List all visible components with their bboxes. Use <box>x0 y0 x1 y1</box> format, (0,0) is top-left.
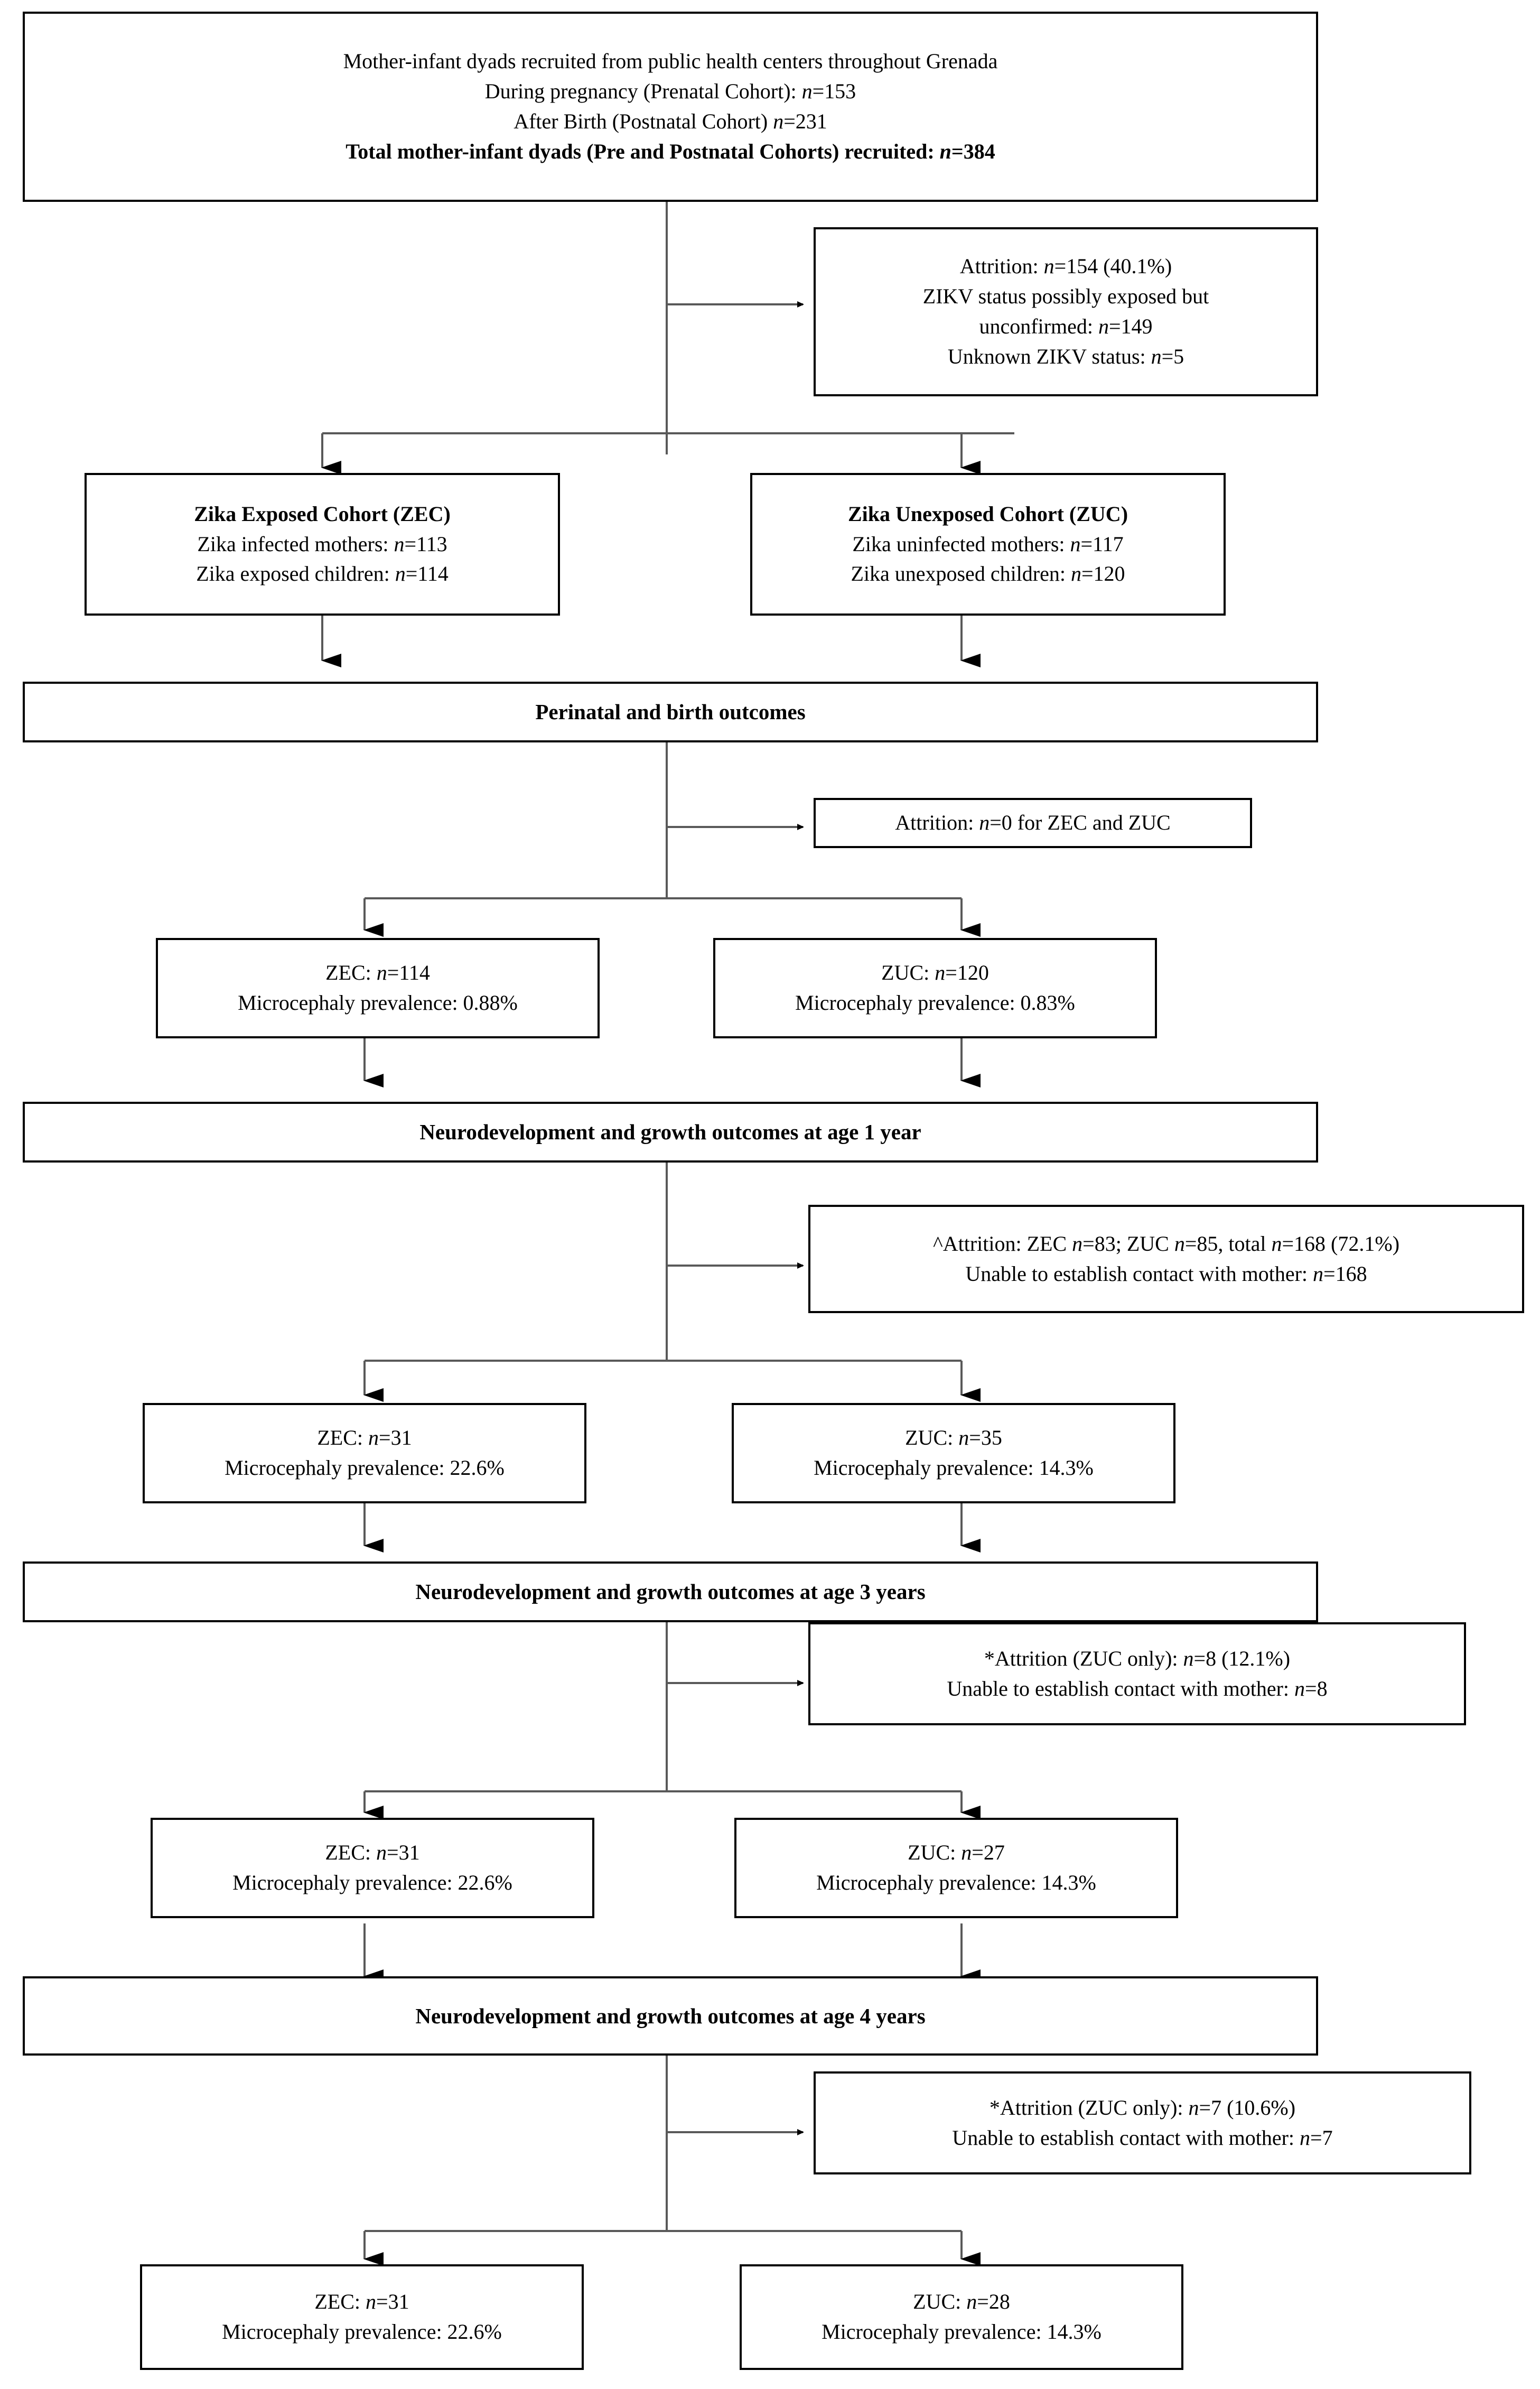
node-zec-year3-outcome: ZEC: n=31 Microcephaly prevalence: 22.6% <box>151 1818 594 1918</box>
recruitment-line-2: During pregnancy (Prenatal Cohort): n=15… <box>484 79 856 104</box>
zec-birth-n: ZEC: n=114 <box>325 961 430 985</box>
zec-year3-n: ZEC: n=31 <box>325 1840 420 1865</box>
node-attrition-recruitment: Attrition: n=154 (40.1%) ZIKV status pos… <box>814 227 1318 396</box>
stage-year3-label: Neurodevelopment and growth outcomes at … <box>415 1579 926 1604</box>
node-zec-birth-outcome: ZEC: n=114 Microcephaly prevalence: 0.88… <box>156 938 600 1038</box>
zec-year1-prevalence: Microcephaly prevalence: 22.6% <box>225 1456 505 1480</box>
zec-birth-prevalence: Microcephaly prevalence: 0.88% <box>238 991 518 1015</box>
attrition-recruitment-line-2: ZIKV status possibly exposed but <box>922 284 1209 309</box>
stage-perinatal-label: Perinatal and birth outcomes <box>535 700 806 724</box>
stage-neurodevelopment-age-1-year: Neurodevelopment and growth outcomes at … <box>23 1102 1318 1163</box>
zec-year1-n: ZEC: n=31 <box>317 1426 412 1450</box>
zuc-year1-n: ZUC: n=35 <box>905 1426 1002 1450</box>
zuc-cohort-mothers: Zika uninfected mothers: n=117 <box>852 532 1124 556</box>
zec-year4-prevalence: Microcephaly prevalence: 22.6% <box>222 2320 502 2344</box>
node-zec-cohort: Zika Exposed Cohort (ZEC) Zika infected … <box>85 473 560 616</box>
zec-cohort-mothers: Zika infected mothers: n=113 <box>197 532 447 556</box>
attrition-recruitment-line-1: Attrition: n=154 (40.1%) <box>959 254 1172 278</box>
recruitment-line-1: Mother-infant dyads recruited from publi… <box>343 49 998 73</box>
stage-year1-label: Neurodevelopment and growth outcomes at … <box>419 1120 921 1145</box>
node-zuc-year1-outcome: ZUC: n=35 Microcephaly prevalence: 14.3% <box>732 1403 1175 1503</box>
node-attrition-year3: *Attrition (ZUC only): n=8 (12.1%) Unabl… <box>808 1622 1466 1725</box>
node-zuc-cohort: Zika Unexposed Cohort (ZUC) Zika uninfec… <box>750 473 1226 616</box>
node-zec-year4-outcome: ZEC: n=31 Microcephaly prevalence: 22.6% <box>140 2264 584 2370</box>
stage-perinatal-and-birth-outcomes: Perinatal and birth outcomes <box>23 682 1318 742</box>
node-zuc-year4-outcome: ZUC: n=28 Microcephaly prevalence: 14.3% <box>740 2264 1183 2370</box>
attrition-year4-line-2: Unable to establish contact with mother:… <box>952 2125 1333 2150</box>
zec-year3-prevalence: Microcephaly prevalence: 22.6% <box>232 1871 512 1894</box>
zuc-year3-prevalence: Microcephaly prevalence: 14.3% <box>816 1871 1096 1894</box>
zec-cohort-title: Zika Exposed Cohort (ZEC) <box>194 501 451 526</box>
zuc-birth-n: ZUC: n=120 <box>881 961 989 985</box>
node-attrition-year4: *Attrition (ZUC only): n=7 (10.6%) Unabl… <box>814 2071 1471 2174</box>
stage-neurodevelopment-age-4-years: Neurodevelopment and growth outcomes at … <box>23 1976 1318 2056</box>
zuc-cohort-title: Zika Unexposed Cohort (ZUC) <box>847 501 1128 526</box>
zuc-cohort-children: Zika unexposed children: n=120 <box>851 562 1125 586</box>
zuc-birth-prevalence: Microcephaly prevalence: 0.83% <box>795 991 1075 1015</box>
zec-cohort-children: Zika exposed children: n=114 <box>196 562 449 586</box>
zuc-year4-n: ZUC: n=28 <box>913 2290 1010 2314</box>
zuc-year3-n: ZUC: n=27 <box>908 1840 1005 1865</box>
attrition-year1-line-1: ^Attrition: ZEC n=83; ZUC n=85, total n=… <box>932 1231 1400 1256</box>
node-attrition-perinatal: Attrition: n=0 for ZEC and ZUC <box>814 798 1252 848</box>
node-recruitment: Mother-infant dyads recruited from publi… <box>23 12 1318 202</box>
zuc-year4-prevalence: Microcephaly prevalence: 14.3% <box>822 2320 1102 2344</box>
recruitment-line-3: After Birth (Postnatal Cohort) n=231 <box>514 109 827 133</box>
attrition-year1-line-2: Unable to establish contact with mother:… <box>965 1261 1367 1286</box>
stage-year4-label: Neurodevelopment and growth outcomes at … <box>415 2003 926 2028</box>
node-zuc-birth-outcome: ZUC: n=120 Microcephaly prevalence: 0.83… <box>713 938 1157 1038</box>
node-attrition-year1: ^Attrition: ZEC n=83; ZUC n=85, total n=… <box>808 1205 1524 1313</box>
attrition-year3-line-2: Unable to establish contact with mother:… <box>947 1676 1328 1700</box>
zuc-year1-prevalence: Microcephaly prevalence: 14.3% <box>814 1456 1094 1480</box>
zec-year4-n: ZEC: n=31 <box>314 2290 409 2314</box>
node-zuc-year3-outcome: ZUC: n=27 Microcephaly prevalence: 14.3% <box>734 1818 1178 1918</box>
node-zec-year1-outcome: ZEC: n=31 Microcephaly prevalence: 22.6% <box>143 1403 586 1503</box>
attrition-year3-line-1: *Attrition (ZUC only): n=8 (12.1%) <box>984 1646 1291 1670</box>
attrition-recruitment-line-4: Unknown ZIKV status: n=5 <box>947 344 1184 368</box>
attrition-year4-line-1: *Attrition (ZUC only): n=7 (10.6%) <box>989 2095 1296 2120</box>
attrition-perinatal-text: Attrition: n=0 for ZEC and ZUC <box>895 811 1171 835</box>
recruitment-total: Total mother-infant dyads (Pre and Postn… <box>346 139 995 163</box>
attrition-recruitment-line-3: unconfirmed: n=149 <box>979 314 1153 338</box>
stage-neurodevelopment-age-3-years: Neurodevelopment and growth outcomes at … <box>23 1561 1318 1622</box>
